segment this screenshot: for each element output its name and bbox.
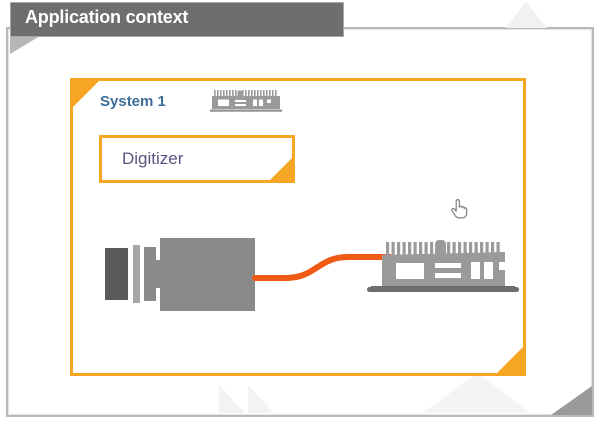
system-title: System 1 — [100, 93, 166, 110]
digitizer-corner-accent — [270, 158, 292, 180]
digitizer-label: Digitizer — [122, 149, 184, 168]
decorative-triangle-top — [505, 2, 547, 28]
digitizer-box[interactable]: Digitizer — [99, 135, 295, 183]
controller-graphic — [367, 240, 519, 292]
system-container: System 1 — [70, 78, 526, 376]
chassis-icon — [210, 90, 282, 112]
orange-cable — [252, 254, 393, 281]
camera-graphic — [105, 238, 255, 311]
page-title: Application context — [25, 7, 189, 27]
mouse-cursor-pointer — [451, 199, 468, 219]
frame-corner-bottom-right — [497, 347, 523, 373]
application-diagram — [105, 238, 519, 311]
frame-corner-top-left — [73, 81, 99, 107]
header-banner — [10, 2, 344, 37]
